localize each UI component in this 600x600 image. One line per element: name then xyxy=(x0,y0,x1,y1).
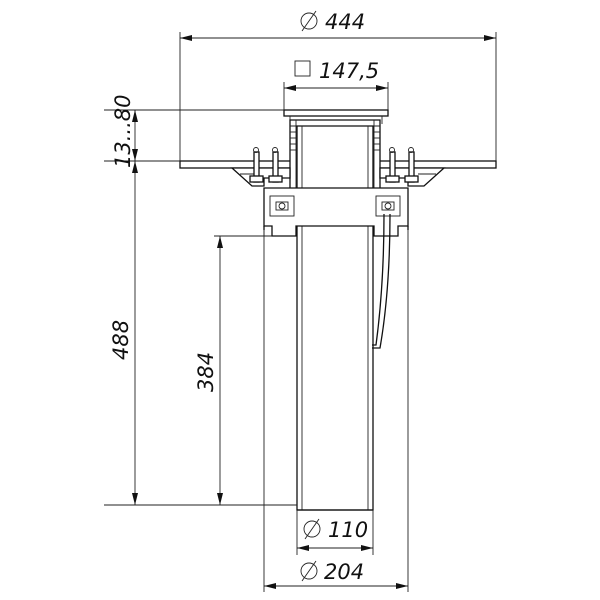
diameter-symbol-icon xyxy=(300,560,318,582)
heating-cable xyxy=(372,213,385,346)
tube-height-label: 384 xyxy=(194,352,218,392)
dim-pipe-diameter: 110 xyxy=(296,510,374,555)
dim-total-height: 488 xyxy=(104,161,297,506)
inner-pipe xyxy=(296,125,374,511)
flange-height-label: 13...80 xyxy=(111,95,135,168)
drain-assembly xyxy=(179,109,497,511)
diameter-symbol-icon xyxy=(303,518,321,540)
dim-flange-diameter: 444 xyxy=(179,10,497,161)
dim-tube-height: 384 xyxy=(194,235,272,505)
square-symbol-icon xyxy=(294,60,311,77)
total-height-label: 488 xyxy=(109,320,133,360)
pipe-diameter-label: 110 xyxy=(328,518,368,542)
dim-outer-diameter: 204 xyxy=(263,230,409,592)
grate-square-label: 147,5 xyxy=(319,59,379,83)
dim-flange-height: 13...80 xyxy=(104,95,284,168)
lower-shell xyxy=(263,226,409,230)
grate-plate xyxy=(283,109,389,117)
outer-diameter-label: 204 xyxy=(324,560,364,584)
dim-grate-square: 147,5 xyxy=(283,59,389,110)
diameter-symbol-icon xyxy=(300,10,318,32)
flange-diameter-label: 444 xyxy=(325,10,365,34)
flange-bolts xyxy=(249,147,419,183)
